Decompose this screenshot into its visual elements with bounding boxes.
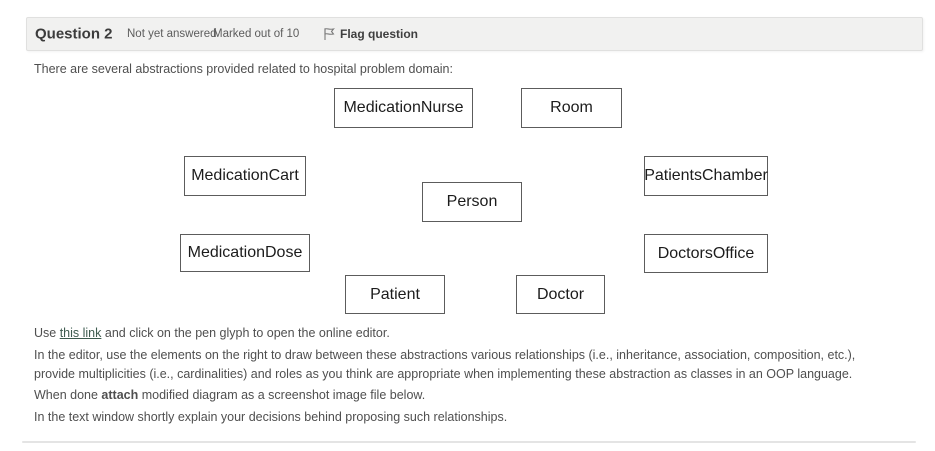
attach-bold-word: attach — [101, 388, 139, 402]
instruction-attach: When done attach modified diagram as a s… — [34, 386, 879, 405]
question-instructions: Use this link and click on the pen glyph… — [34, 324, 879, 429]
question-status: Not yet answered — [127, 28, 217, 40]
class-box-MedicationDose: MedicationDose — [180, 234, 310, 272]
class-box-DoctorsOffice: DoctorsOffice — [644, 234, 768, 273]
question-info-bar: Question 2 Not yet answered Marked out o… — [26, 17, 923, 51]
question-number: Question 2 — [35, 25, 113, 43]
instruction-editor: In the editor, use the elements on the r… — [34, 347, 856, 381]
class-box-PatientsChamber: PatientsChamber — [644, 156, 768, 196]
attach-prefix: When done — [34, 388, 102, 402]
class-box-MedicationCart: MedicationCart — [184, 156, 306, 196]
use-link-prefix: Use — [34, 326, 60, 340]
class-box-MedicationNurse: MedicationNurse — [334, 88, 473, 128]
class-box-Room: Room — [521, 88, 622, 128]
class-box-Patient: Patient — [345, 275, 445, 314]
question-intro-text: There are several abstractions provided … — [34, 62, 453, 76]
instruction-use-link: Use this link and click on the pen glyph… — [34, 324, 879, 343]
use-link-suffix: and click on the pen glyph to open the o… — [101, 326, 390, 340]
class-box-Doctor: Doctor — [516, 275, 605, 314]
flag-icon — [323, 27, 335, 41]
flag-question-label: Flag question — [340, 27, 418, 41]
flag-question-button[interactable]: Flag question — [323, 27, 418, 41]
question-marks: Marked out of 10 — [213, 28, 300, 40]
editor-link[interactable]: this link — [59, 326, 102, 340]
section-divider — [22, 441, 916, 443]
class-box-Person: Person — [422, 182, 522, 222]
attach-suffix: modified diagram as a screenshot image f… — [138, 388, 426, 402]
instruction-explain: In the text window shortly explain your … — [34, 409, 508, 424]
